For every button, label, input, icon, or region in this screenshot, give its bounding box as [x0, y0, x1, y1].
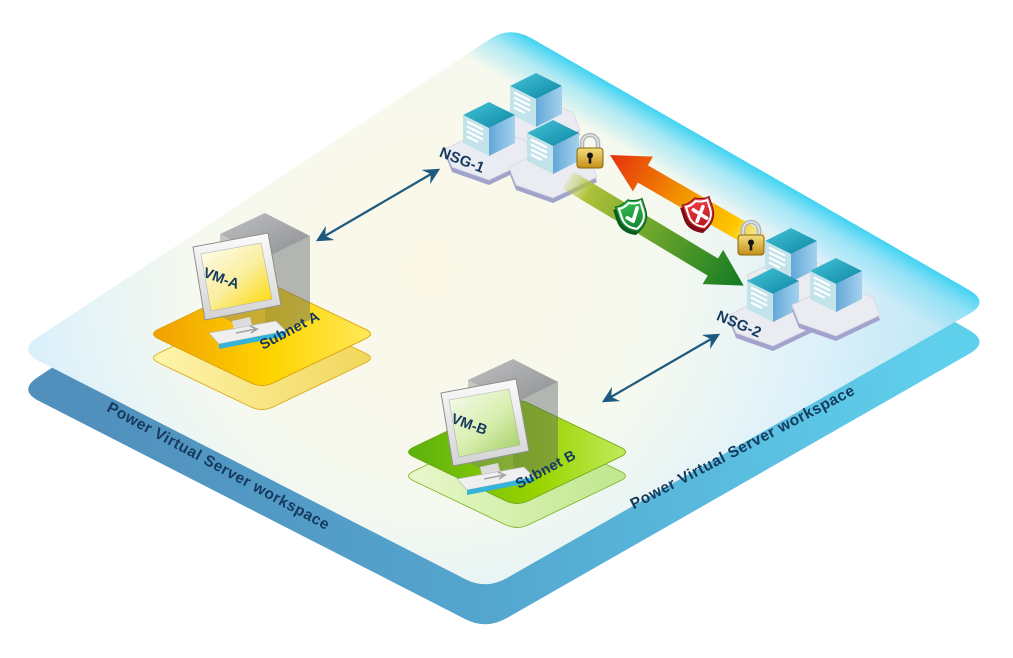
shield-check-icon [612, 195, 653, 240]
monitor-screen [448, 388, 521, 458]
monitor-base-stripe [467, 477, 534, 495]
monitor-base-stripe [219, 331, 286, 349]
shield-x-icon [679, 193, 720, 238]
vm-a-monitor [192, 232, 287, 349]
monitor-screen [200, 242, 273, 312]
vm-a-node [192, 213, 310, 349]
workspace-platform-top-edge-glow [28, 32, 980, 585]
monitor-base-arrow [235, 325, 259, 334]
workspace-platform [28, 32, 980, 625]
vm-b-monitor [440, 378, 535, 495]
allowed-flow-arrow [562, 171, 744, 286]
vm-b-node [440, 359, 558, 495]
monitor-base-arrow [483, 471, 507, 480]
link-vm-b-nsg-2 [601, 333, 721, 403]
link-vm-a-nsg-1 [315, 168, 441, 242]
